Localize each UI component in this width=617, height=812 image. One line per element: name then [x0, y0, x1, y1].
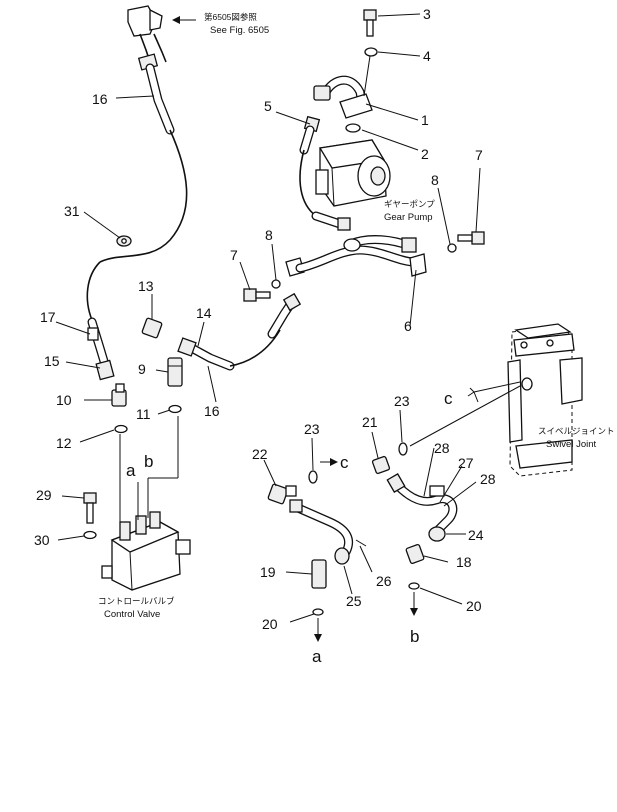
swivel-joint	[507, 323, 583, 477]
hose-16-lower-line	[86, 261, 101, 321]
callout-28-top: 28	[434, 440, 450, 456]
connector-19	[311, 559, 327, 589]
callout-23-left: 23	[304, 421, 320, 437]
callout-numbers: 3 4 1 2 5 16 31 7 8 8 7 6 13 14 17 15 9 …	[34, 6, 496, 632]
callout-14: 14	[196, 305, 212, 321]
o-ring-23-right	[398, 442, 408, 456]
callout-12: 12	[56, 435, 72, 451]
callout-19: 19	[260, 564, 276, 580]
callout-9: 9	[138, 361, 146, 377]
callout-29: 29	[36, 487, 52, 503]
elbow-10	[111, 383, 127, 407]
top-fitting-neck-2	[153, 33, 167, 63]
callout-18: 18	[456, 554, 472, 570]
captions: 第6505図参照 See Fig. 6505 ギヤーポンプ Gear Pump …	[98, 12, 615, 620]
callout-6: 6	[404, 318, 412, 334]
nut-25	[334, 547, 350, 565]
caption-gear-pump-jp: ギヤーポンプ	[384, 199, 435, 209]
o-ring-20-left	[312, 608, 324, 616]
letter-a-bottom: a	[312, 647, 322, 666]
caption-see-fig-jp: 第6505図参照	[204, 12, 257, 22]
callout-13: 13	[138, 278, 154, 294]
letter-b-bottom: b	[410, 627, 419, 646]
callout-23-right: 23	[394, 393, 410, 409]
hose-15	[87, 317, 115, 381]
bolt-3	[363, 9, 377, 37]
hose-26-assembly	[267, 483, 367, 589]
top-fitting	[127, 5, 157, 37]
letter-c-mid: c	[340, 453, 349, 472]
bolt-7-right	[457, 231, 485, 245]
callout-27: 27	[458, 455, 474, 471]
o-ring-2	[345, 123, 361, 133]
control-valve	[101, 416, 191, 591]
letter-a-top: a	[126, 461, 136, 480]
washer-8-right	[447, 243, 457, 253]
callout-25: 25	[346, 593, 362, 609]
callout-3: 3	[423, 6, 431, 22]
caption-gear-pump-en: Gear Pump	[384, 212, 433, 223]
callout-22: 22	[252, 446, 268, 462]
nut-24	[428, 526, 446, 542]
pipe-1	[313, 75, 373, 119]
letter-c-right: c	[444, 389, 453, 408]
o-ring-11	[168, 404, 182, 414]
gear-pump	[315, 139, 391, 207]
letter-b-top: b	[144, 452, 153, 471]
bolt-7-left	[243, 288, 271, 302]
callout-4: 4	[423, 48, 431, 64]
clip-28	[429, 485, 445, 497]
callout-16-top: 16	[92, 91, 108, 107]
callout-16-mid: 16	[204, 403, 220, 419]
caption-control-valve-jp: コントロールバルブ	[98, 596, 175, 606]
callout-1: 1	[421, 112, 429, 128]
callout-30: 30	[34, 532, 50, 548]
callout-11: 11	[136, 406, 151, 422]
hose-15-nut	[95, 359, 115, 381]
clamp-31	[116, 235, 132, 247]
caption-control-valve-en: Control Valve	[104, 609, 160, 620]
elbow-22	[267, 483, 289, 505]
connector-9	[167, 357, 183, 387]
callout-7-right: 7	[475, 147, 483, 163]
callout-26: 26	[376, 573, 392, 589]
callout-17: 17	[40, 309, 56, 325]
caption-see-fig-en: See Fig. 6505	[210, 25, 269, 36]
leader-lines	[55, 13, 481, 623]
hose-16-line	[99, 129, 188, 263]
washer-4	[364, 47, 378, 57]
hose-14-assembly	[141, 292, 302, 371]
elbow-18	[405, 544, 425, 564]
pipe-6	[285, 235, 427, 277]
hose-27-assembly	[371, 455, 458, 564]
callout-28-right: 28	[480, 471, 496, 487]
callout-2: 2	[421, 146, 429, 162]
callout-24: 24	[468, 527, 484, 543]
washer-8-left	[271, 279, 281, 289]
caption-swivel-joint-en: Swivel Joint	[546, 439, 597, 450]
callout-5: 5	[264, 98, 272, 114]
elbow-13	[141, 317, 163, 339]
top-hose-assembly	[86, 5, 188, 321]
callout-15: 15	[44, 353, 60, 369]
callout-8-left: 8	[265, 227, 273, 243]
bolt-29	[83, 492, 97, 524]
callout-8-right: 8	[431, 172, 439, 188]
callout-10: 10	[56, 392, 72, 408]
o-ring-12	[114, 424, 128, 434]
clip-17	[87, 327, 99, 341]
caption-swivel-joint-jp: スイベルジョイント	[538, 426, 615, 436]
o-ring-23-left	[308, 470, 318, 484]
washer-30	[83, 530, 97, 540]
top-fitting-cap	[149, 8, 163, 31]
callout-7-left: 7	[230, 247, 238, 263]
elbow-21	[371, 455, 391, 475]
callout-31: 31	[64, 203, 80, 219]
callout-21: 21	[362, 414, 378, 430]
callout-20-right: 20	[466, 598, 482, 614]
connection-letters: a b a b c c	[126, 389, 453, 666]
callout-20-left: 20	[262, 616, 278, 632]
o-ring-20-right	[408, 582, 420, 590]
